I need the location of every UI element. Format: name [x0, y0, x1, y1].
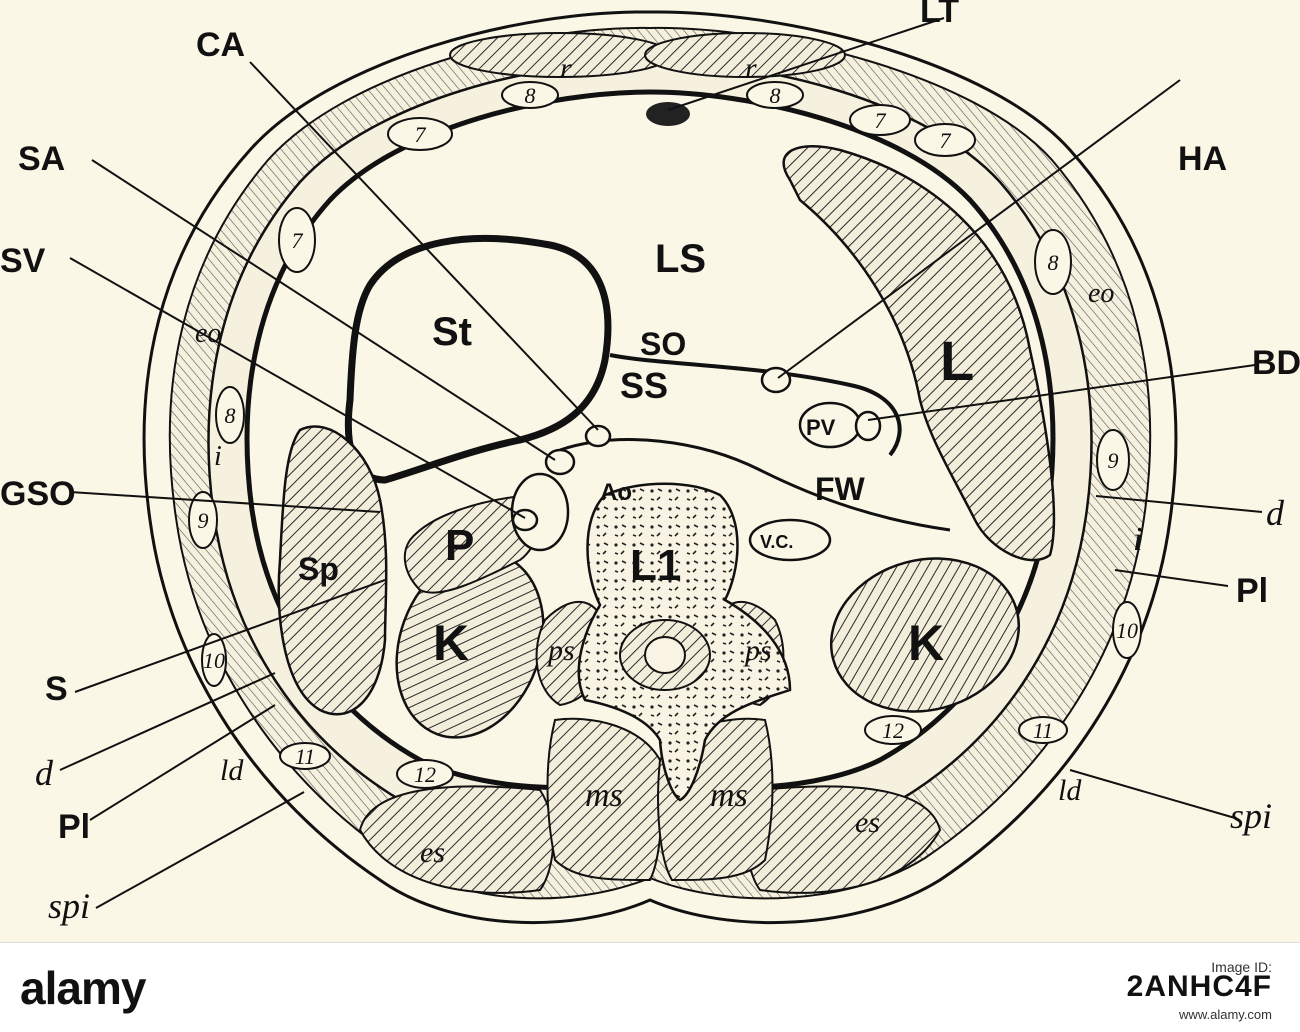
fw-label: FW: [815, 471, 866, 507]
sp-label: Sp: [298, 551, 339, 587]
kidney-right-label: K: [908, 615, 944, 671]
image-id-value: 2ANHC4F: [1127, 977, 1272, 997]
svg-text:8: 8: [1048, 250, 1059, 275]
eo-right-label: eo: [1088, 278, 1114, 309]
cross-section-diagram: 8 7 8 7 7 7 8 8 9 9 10 10 11 11 12 12: [0, 0, 1300, 942]
label-lt: LT: [920, 0, 959, 30]
svg-text:9: 9: [198, 508, 209, 533]
eo-left-label: eo: [195, 318, 221, 349]
i-right-label: i: [1133, 521, 1142, 558]
label-pl-right: Pl: [1236, 572, 1268, 610]
i-left-label: i: [214, 441, 222, 472]
ld-right-label: ld: [1058, 774, 1082, 807]
pancreas-label: P: [445, 521, 474, 570]
label-ha: HA: [1178, 140, 1227, 178]
label-d-right: d: [1266, 493, 1285, 533]
so-label: SO: [640, 326, 686, 362]
l1-label: L1: [630, 541, 681, 590]
svg-text:11: 11: [1033, 718, 1053, 743]
lesser-sac-label: LS: [655, 237, 706, 281]
es-left-label: es: [420, 836, 445, 869]
svg-text:12: 12: [882, 718, 904, 743]
liver-label: L: [940, 329, 974, 392]
svg-text:7: 7: [940, 128, 952, 153]
svg-text:10: 10: [203, 648, 225, 673]
label-gso: GSO: [0, 475, 76, 513]
pv-label: PV: [806, 415, 836, 440]
watermark-image-id: Image ID: 2ANHC4F: [1127, 957, 1272, 997]
svg-text:8: 8: [770, 83, 781, 108]
svg-text:8: 8: [225, 403, 236, 428]
svg-text:7: 7: [415, 122, 427, 147]
psoas-right-label: ps: [743, 634, 772, 667]
vc-label: V.C.: [760, 532, 793, 552]
label-pl-left: Pl: [58, 808, 90, 846]
svg-text:7: 7: [292, 228, 304, 253]
ms-right-label: ms: [710, 777, 748, 814]
svg-text:9: 9: [1108, 448, 1119, 473]
kidney-left-label: K: [433, 615, 469, 671]
ld-left-label: ld: [220, 754, 244, 787]
svg-text:8: 8: [525, 83, 536, 108]
label-sa: SA: [18, 140, 65, 178]
watermark-url: www.alamy.com: [1179, 1007, 1272, 1022]
svg-text:11: 11: [295, 744, 315, 769]
aorta-label: Ao: [600, 479, 632, 506]
label-sv: SV: [0, 242, 46, 280]
label-s: S: [45, 670, 68, 708]
watermark-brand: alamy: [20, 961, 145, 1015]
svg-text:7: 7: [875, 108, 887, 133]
label-bd: BD: [1252, 344, 1300, 382]
svg-text:10: 10: [1116, 618, 1138, 643]
label-spi-left: spi: [48, 886, 90, 926]
rectus-left-label: r: [560, 52, 572, 85]
label-ca: CA: [196, 26, 245, 64]
es-right-label: es: [855, 806, 880, 839]
watermark-bar: alamy Image ID: 2ANHC4F www.alamy.com: [0, 942, 1300, 1032]
ss-label: SS: [620, 365, 668, 406]
label-d-left: d: [35, 753, 54, 793]
stomach-label: St: [432, 310, 472, 354]
svg-text:12: 12: [414, 762, 436, 787]
label-spi-right: spi: [1230, 796, 1272, 836]
psoas-left-label: ps: [546, 634, 575, 667]
spinal-cord: [645, 637, 685, 673]
ms-left-label: ms: [585, 777, 623, 814]
